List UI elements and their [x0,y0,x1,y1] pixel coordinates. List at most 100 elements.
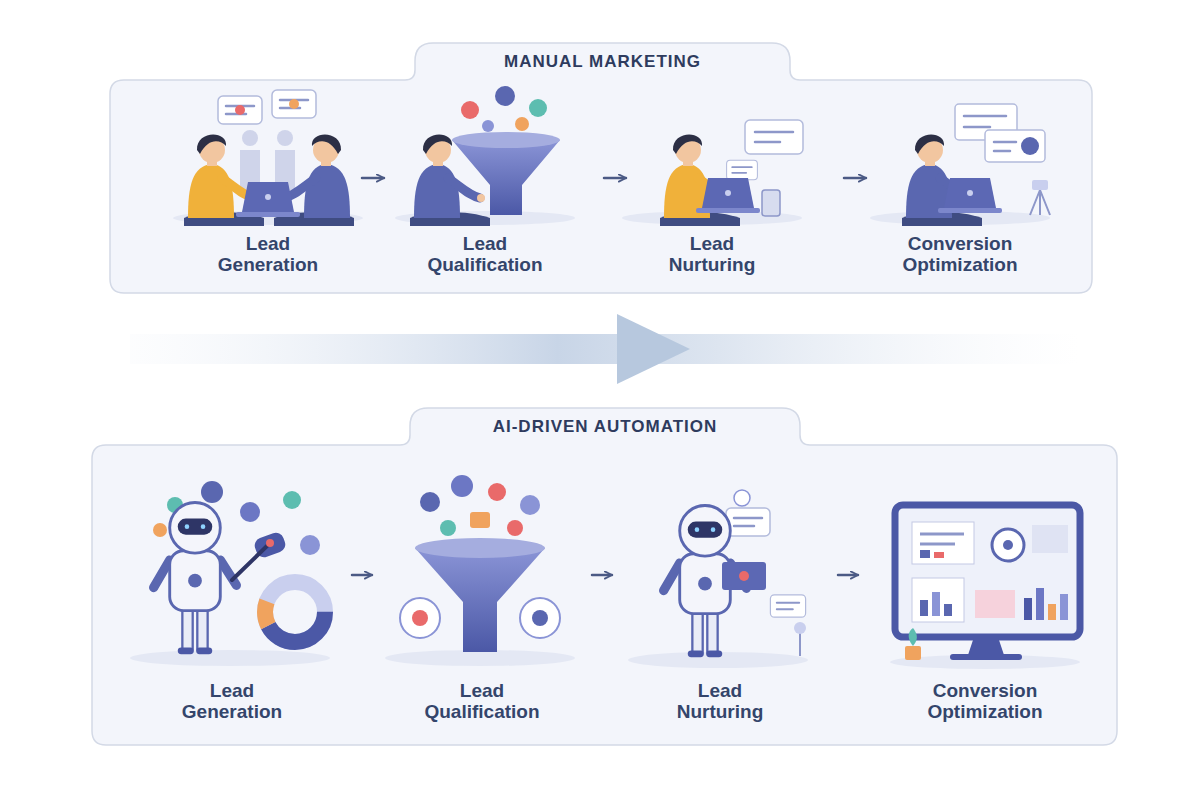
manual-qualification-illustration [495,86,515,106]
ai-qualification-illustration [385,475,575,666]
ai-conversion-illustration [975,590,1015,618]
ai-generation-illustration [266,539,274,547]
manual-generation-illustration [235,105,245,115]
ai-generation-illustration [167,497,183,513]
ai-conversion-illustration [992,529,1024,561]
manual-conversion-illustration [938,178,1002,213]
ai-conversion-illustration [895,505,1080,637]
manual-qualification-illustration [395,86,575,226]
ai-qualification-illustration [400,598,440,638]
ai-conversion-illustration [920,534,964,544]
ai-conversion-illustration [1036,588,1044,620]
step-box: Lead Generation [110,458,352,733]
manual-conversion-illustration [994,142,1016,151]
step-box: Conversion Optimization [858,458,1100,733]
manual-conversion-illustration [1021,137,1039,155]
step-box: Lead Nurturing [626,88,844,282]
manual-generation-illustration [240,150,260,190]
manual-nurturing-illustration [762,190,780,216]
step-label: Conversion Optimization [921,680,1049,722]
transition-arrow [130,314,1080,384]
step-arrow [362,177,384,180]
step-label: Conversion Optimization [896,233,1024,275]
ai-qualification-illustration [420,492,440,512]
manual-generation-illustration [184,134,264,226]
ai-nurturing-illustration [664,506,747,658]
manual-conversion-illustration [964,116,1006,127]
ai-nurturing-illustration [726,508,770,536]
panel-band: AI-DRIVEN AUTOMATIONLead GenerationLead … [92,408,1117,745]
step-label: Lead Generation [204,233,332,275]
ai-generation-illustration [201,481,223,503]
ai-generation-illustration [252,530,287,559]
ai-nurturing-illustration [734,490,750,506]
manual-qualification-illustration [452,132,560,148]
step-box: Conversion Optimization [866,88,1066,282]
ai-conversion-illustration [912,578,964,622]
ai-conversion-illustration [1060,594,1068,620]
manual-generation-illustration [242,130,258,146]
manual-conversion-illustration [870,211,1050,225]
ai-nurturing-illustration [794,622,806,634]
ai-generation-illustration [283,491,301,509]
ai-conversion-illustration [920,550,930,558]
ai-qualification-illustration [520,495,540,515]
step-box: Lead Nurturing [612,458,838,733]
manual-generation-illustration [275,150,295,190]
manual-conversion-illustration [985,130,1045,162]
manual-generation-illustration [173,211,363,225]
ai-conversion-illustration [944,604,952,616]
manual-generation-illustration [240,130,295,190]
ai-conversion-illustration [950,654,1022,660]
ai-qualification-illustration [488,483,506,501]
manual-generation-illustration [272,90,316,118]
step-label: Lead Qualification [421,233,549,275]
ai-nurturing-illustration [799,632,801,656]
ai-generation-illustration [153,523,167,537]
ai-conversion-illustration [920,600,928,616]
ai-conversion-illustration [1003,540,1013,550]
step-box: Lead Qualification [384,88,604,282]
manual-qualification-illustration [395,211,575,225]
ai-qualification-illustration [385,650,575,666]
ai-conversion-illustration [1024,598,1032,620]
ai-qualification-illustration [532,610,548,626]
transition-arrow [130,334,1080,364]
ai-qualification-illustration [507,520,523,536]
ai-generation-illustration [240,502,260,522]
step-box: Lead Generation [165,88,362,282]
ai-conversion-illustration [968,637,1004,655]
ai-conversion-illustration [890,655,1080,669]
ai-conversion-illustration [1032,525,1068,553]
ai-qualification-illustration [451,475,473,497]
step-label: Lead Qualification [418,680,546,722]
step-box: Lead Qualification [372,458,592,733]
manual-qualification-illustration [461,101,479,119]
ai-nurturing-illustration [770,595,805,617]
ai-conversion-illustration [932,592,940,616]
manual-nurturing-illustration [622,120,803,226]
manual-conversion-illustration [1032,180,1048,190]
manual-qualification-illustration [410,134,490,226]
ai-generation-illustration [154,503,237,655]
transition-arrow [617,314,690,384]
ai-generation-illustration [265,582,325,642]
ai-generation-illustration [265,582,325,642]
manual-conversion-illustration [902,134,982,226]
step-arrow [604,177,626,180]
ai-conversion-illustration [909,628,917,646]
ai-qualification-illustration [415,538,545,558]
ai-conversion-illustration [1048,604,1056,620]
step-arrow [592,574,612,577]
ai-conversion-illustration [890,505,1080,669]
ai-qualification-illustration [412,610,428,626]
ai-generation-illustration [300,535,320,555]
panel-shape [92,408,1117,745]
manual-nurturing-illustration [727,160,758,180]
panel-heading: MANUAL MARKETING [415,43,790,80]
ai-conversion-illustration [934,552,944,558]
manual-nurturing-illustration [755,132,793,142]
step-arrow [352,574,372,577]
